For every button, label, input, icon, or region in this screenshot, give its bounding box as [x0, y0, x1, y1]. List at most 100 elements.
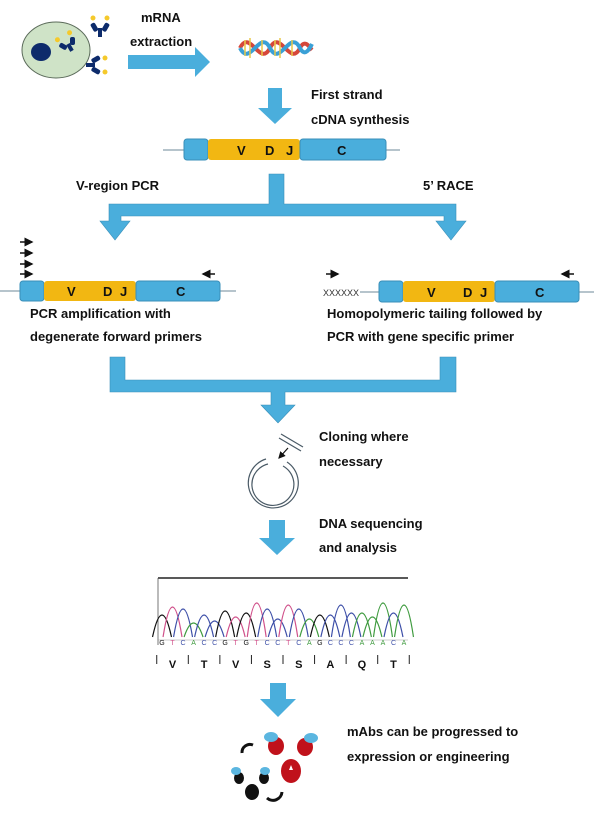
base-call: C [328, 640, 333, 647]
trace-peak [362, 616, 383, 638]
trace-peak [257, 608, 278, 638]
step-sequencing-line1: DNA sequencing [319, 516, 423, 531]
forward-primer-icons [20, 237, 34, 279]
trace-peak [288, 608, 309, 638]
segment-v-label: V [67, 284, 76, 299]
cdna-construct: V D J C [163, 138, 400, 161]
trace-peak [215, 610, 236, 638]
trace-peak [299, 618, 320, 638]
trace-peak [267, 618, 288, 638]
arrow-down-icon [258, 88, 292, 124]
arrow-right-icon [128, 47, 210, 77]
trace-peak [172, 608, 194, 638]
base-call: C [338, 640, 343, 647]
trace-peak [151, 614, 173, 638]
base-call: T [170, 640, 175, 647]
amino-acid-label: Q [358, 659, 367, 671]
trace-peak [183, 622, 204, 638]
step-first-strand-line1: First strand [311, 87, 383, 102]
trace-peak [194, 614, 215, 638]
segment-j-label: J [480, 285, 487, 300]
base-call: G [222, 640, 227, 647]
trace-peak [383, 612, 404, 638]
base-call: A [191, 640, 196, 647]
base-call: C [265, 640, 270, 647]
left-description-line2: degenerate forward primers [30, 329, 202, 344]
trace-peak [341, 612, 362, 638]
trace-peak [204, 620, 225, 638]
chromatogram-traces [151, 602, 415, 638]
cell-body [21, 21, 91, 79]
trace-peak [278, 604, 299, 638]
segment-c-label: C [337, 143, 347, 158]
right-race-construct: XXXXXX V D J C [323, 269, 594, 303]
trace-peak [351, 612, 372, 638]
cycle-arrow-icon [240, 742, 254, 754]
antibody-icon [90, 15, 110, 37]
base-call: G [317, 640, 322, 647]
trace-peak [330, 604, 351, 638]
antibody-icon [231, 767, 270, 800]
step-cloning-line2: necessary [319, 454, 383, 469]
base-call: G [243, 640, 248, 647]
base-call: A [402, 640, 407, 647]
amino-acid-label: T [390, 659, 397, 671]
b-cell-illustration [21, 15, 110, 79]
amino-acid-label: V [232, 659, 240, 671]
dna-helix-icon [238, 38, 314, 58]
right-description-line1: Homopolymeric tailing followed by [327, 306, 543, 321]
segment-v-label: V [237, 143, 246, 158]
trace-peak [309, 614, 330, 638]
segment-d-label: D [103, 284, 112, 299]
base-call: A [360, 640, 365, 647]
trace-peak [236, 612, 257, 638]
trace-peak [246, 602, 267, 638]
antibody-icon [54, 30, 75, 52]
segment-v-label: V [427, 285, 436, 300]
base-call: T [234, 640, 239, 647]
base-call: A [307, 640, 312, 647]
segment-d-label: D [463, 285, 472, 300]
segment-j-label: J [120, 284, 127, 299]
arrow-down-icon [259, 520, 295, 555]
step-final-line2: expression or engineering [347, 749, 510, 764]
trace-peak [225, 616, 246, 638]
base-call: C [202, 640, 207, 647]
left-description-line1: PCR amplification with [30, 306, 171, 321]
trace-peak [162, 606, 183, 638]
chromatogram-frame [158, 578, 408, 646]
merge-arrow-icon [109, 356, 457, 424]
base-call: C [181, 640, 186, 647]
base-call: A [381, 640, 386, 647]
cycle-arrow-icon [265, 791, 284, 802]
base-call: C [275, 640, 280, 647]
base-call: G [159, 640, 164, 647]
homopolymer-tail-label: XXXXXX [323, 288, 359, 298]
step-sequencing-line2: and analysis [319, 540, 398, 555]
base-call: T [255, 640, 260, 647]
base-call: C [212, 640, 217, 647]
trace-peak [320, 614, 341, 638]
trace-peak [393, 604, 415, 638]
step-first-strand-line2: cDNA synthesis [311, 112, 410, 127]
step-final-line1: mAbs can be progressed to [347, 724, 519, 739]
amino-acid-label: S [264, 659, 271, 671]
branch-right-label: 5’ RACE [423, 178, 474, 193]
segment-c-label: C [535, 285, 545, 300]
trace-peak [372, 602, 394, 638]
mabs-illustration [231, 732, 318, 802]
segment-c-label: C [176, 284, 186, 299]
branch-left-label: V-region PCR [76, 178, 160, 193]
antibody-icon [264, 732, 318, 783]
antibody-icon [86, 55, 108, 75]
amino-acid-label: S [295, 659, 302, 671]
right-description-line2: PCR with gene specific primer [327, 329, 515, 344]
amino-acid-label: V [169, 659, 177, 671]
base-call: C [296, 640, 301, 647]
plasmid-icon [247, 433, 304, 509]
segment-j-label: J [286, 143, 293, 158]
base-call: C [391, 640, 396, 647]
